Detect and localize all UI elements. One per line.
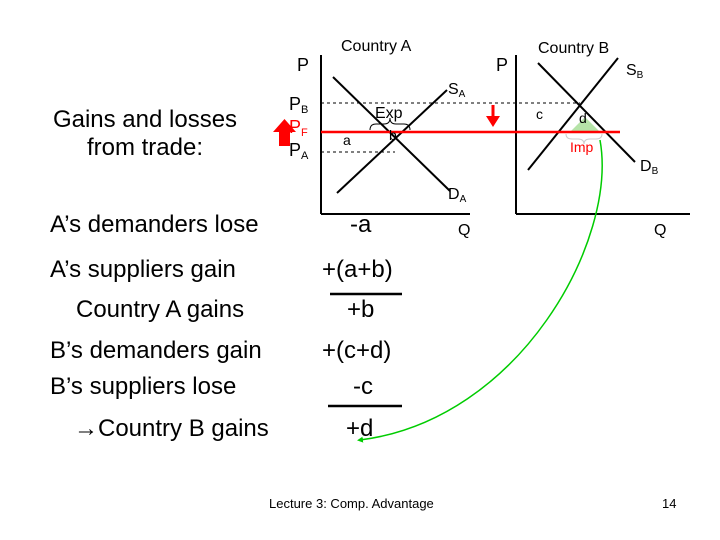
row-b-suppliers-label: B’s suppliers lose [50,373,237,400]
supply-label-b: SB [626,62,644,81]
supply-curve-b [527,57,619,171]
gain-connector-curve [357,139,603,443]
row-b-suppliers-value: -c [353,373,373,400]
row-country-a-value: +b [347,296,375,323]
row-b-demanders-label: B’s demanders gain [50,337,262,364]
area-d-label: d [579,110,587,126]
row-country-b-label: →Country B gains [74,415,269,442]
demand-label-b: DB [640,158,659,177]
title-line-2: from trade: [86,134,204,161]
price-rise-arrow [273,119,296,146]
graph-b-q-axis-label: Q [654,222,667,239]
demand-curve-b [537,62,636,163]
area-c-label: c [536,106,543,122]
area-b-label: b [389,127,397,143]
slide-title: Gains and losses from trade: [20,106,270,162]
price-label-pb: PB [289,94,309,116]
graph-b-heading: Country B [538,40,610,57]
supply-curve-a [336,89,448,194]
graph-b-p-axis-label: P [496,55,509,75]
row-a-suppliers-label: A’s suppliers gain [50,256,236,283]
price-label-pa: PA [289,140,309,162]
demand-curve-a [332,76,451,192]
graph-a-q-axis-label: Q [458,222,471,239]
title-line-1: Gains and losses [52,106,238,133]
page-number: 14 [662,496,677,511]
price-label-pf: PF [289,117,308,139]
footer-text: Lecture 3: Comp. Advantage [269,496,434,511]
area-a-label: a [343,132,351,148]
row-b-demanders-value: +(c+d) [322,337,392,364]
row-a-suppliers-value: +(a+b) [322,256,393,283]
price-fall-arrow-head [486,116,500,127]
row-a-demanders-label: A’s demanders lose [50,211,259,238]
row-a-demanders-value: -a [350,211,372,238]
area-d-triangle [570,117,600,132]
imp-label: Imp [570,139,594,155]
graph-a-p-axis-label: P [297,55,310,75]
exp-label: Exp [375,105,403,122]
imp-bracket [565,133,603,145]
row-country-b-value: +d [346,415,374,442]
supply-label-a: SA [448,81,466,100]
graph-a-heading: Country A [341,38,412,55]
row-country-a-label: Country A gains [76,296,245,323]
demand-label-a: DA [448,186,467,205]
exp-bracket [369,117,411,131]
